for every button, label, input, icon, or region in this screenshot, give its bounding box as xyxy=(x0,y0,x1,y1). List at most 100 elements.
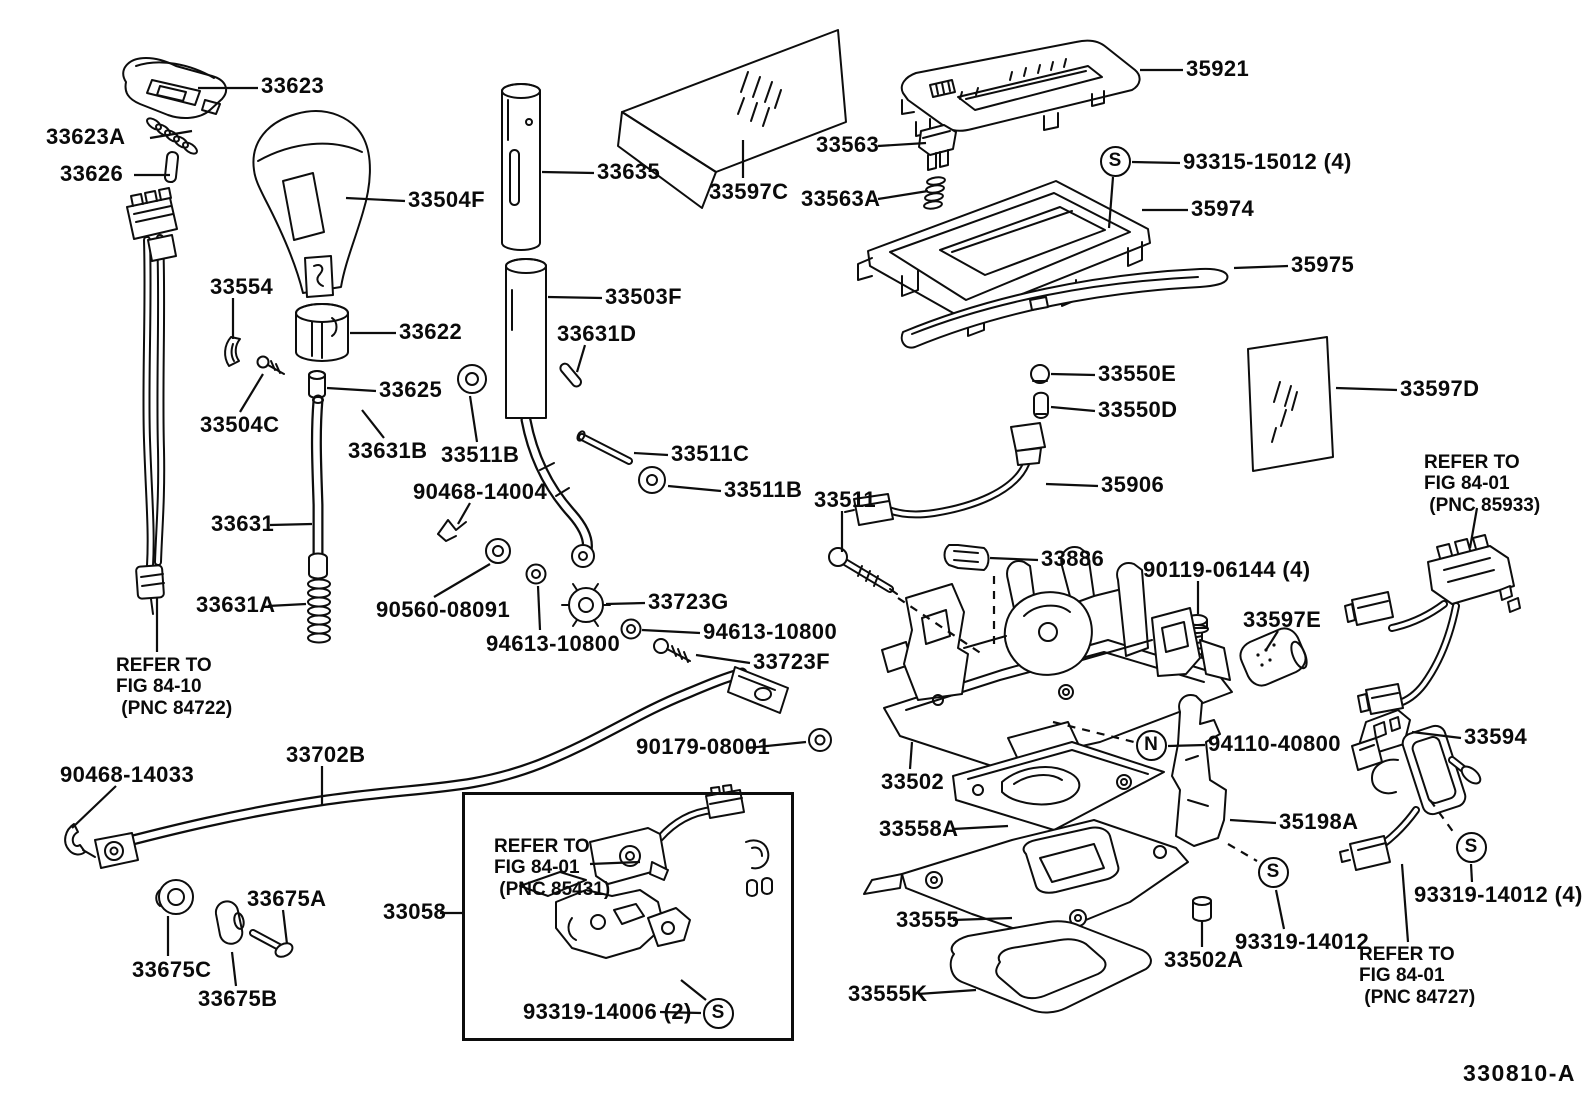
leader-line xyxy=(1229,818,1277,825)
leader-line xyxy=(641,628,701,635)
leader-line xyxy=(605,601,646,606)
part-label-33675A: 33675A xyxy=(247,886,327,911)
part-label-90179-08001: 90179-08001 xyxy=(636,734,771,759)
leader-line xyxy=(1167,743,1206,748)
nut-94613-lower xyxy=(620,618,642,640)
part-label-93315-15012-4: 93315-15012 (4) xyxy=(1183,149,1352,174)
part-label-33502A: 33502A xyxy=(1164,947,1244,972)
part-label-90468-14004: 90468-14004 xyxy=(413,479,548,504)
part-label-33631: 33631 xyxy=(211,511,275,536)
leader-line xyxy=(575,344,587,373)
part-label-33723G: 33723G xyxy=(648,589,729,614)
symbol-S-circle: S xyxy=(1455,831,1487,863)
detent-33554 xyxy=(224,336,241,367)
leader-line xyxy=(541,170,595,175)
plate-33555 xyxy=(863,819,1189,935)
part-label-90468-14033: 90468-14033 xyxy=(60,762,195,787)
part-label-33723F: 33723F xyxy=(753,649,831,674)
part-label-93319-14012-4: 93319-14012 (4) xyxy=(1414,882,1583,907)
leader-line xyxy=(1469,863,1474,883)
bushing-33675b xyxy=(214,900,245,945)
leader-line xyxy=(468,395,479,443)
ref-note-leader xyxy=(1468,507,1479,549)
leader-line xyxy=(877,189,929,201)
part-label-33504C: 33504C xyxy=(200,412,280,437)
button-33563 xyxy=(918,124,957,171)
part-label-35906: 35906 xyxy=(1101,472,1165,497)
screw-33723f xyxy=(653,638,691,663)
rod-33631 xyxy=(308,394,328,580)
shift-knob-33504f xyxy=(252,110,371,298)
ref-note-PNC-84722: REFER TO FIG 84-10 (PNC 84722) xyxy=(116,655,233,719)
leader-line xyxy=(326,386,377,393)
trim-plate-35975 xyxy=(900,267,1229,349)
bulb-33550e xyxy=(1030,364,1050,384)
leader-line xyxy=(345,196,406,203)
leader-line xyxy=(917,988,977,996)
part-label-35975: 35975 xyxy=(1291,252,1355,277)
clip-90468-14004 xyxy=(437,519,467,542)
leader-line xyxy=(746,740,807,750)
leader-line xyxy=(149,129,193,140)
part-label-33597D: 33597D xyxy=(1400,376,1480,401)
ref-note-PNC-85933: REFER TO FIG 84-01 (PNC 85933) xyxy=(1424,452,1541,516)
socket-wire-35906 xyxy=(844,422,1046,526)
spring-33631a xyxy=(307,578,331,644)
part-label-33594: 33594 xyxy=(1464,724,1528,749)
bulb-socket-33550d xyxy=(1033,391,1049,419)
leader-line xyxy=(695,653,751,665)
part-label-93319-14012: 93319-14012 xyxy=(1235,929,1370,954)
leader-line xyxy=(1050,372,1096,377)
part-label-33631B: 33631B xyxy=(348,438,428,463)
part-label-33597C: 33597C xyxy=(709,179,789,204)
part-label-33558A: 33558A xyxy=(879,816,959,841)
leader-line xyxy=(433,563,491,598)
part-label-33597E: 33597E xyxy=(1243,607,1322,632)
leader-line xyxy=(1335,386,1398,392)
leader-line xyxy=(230,951,238,987)
pin-33631d xyxy=(559,362,582,388)
part-label-33675C: 33675C xyxy=(132,957,212,982)
bushing-33511b-upper xyxy=(457,364,487,394)
leader-line xyxy=(667,484,722,493)
part-label-33623: 33623 xyxy=(261,73,325,98)
leader-line xyxy=(267,602,307,608)
part-label-33702B: 33702B xyxy=(286,742,366,767)
leader-line xyxy=(952,916,1013,922)
sheet-33597c xyxy=(617,29,847,209)
rod-33511c xyxy=(576,430,633,465)
leader-line xyxy=(1233,264,1289,270)
part-label-33503F: 33503F xyxy=(605,284,683,309)
part-label-33550E: 33550E xyxy=(1098,361,1177,386)
part-label-33622: 33622 xyxy=(399,319,463,344)
indicator-frame-35974 xyxy=(857,180,1151,337)
connector-line xyxy=(1107,176,1115,229)
part-label-94613-10800: 94613-10800 xyxy=(703,619,838,644)
dashed-link-line xyxy=(1429,799,1455,834)
part-label-33631D: 33631D xyxy=(557,321,637,346)
symbol-S-circle: S xyxy=(1099,145,1131,177)
leader-line xyxy=(1131,160,1181,165)
dashed-link-line xyxy=(1227,843,1258,862)
grommet-90179-08001 xyxy=(808,728,832,752)
wire-harness-84727 xyxy=(1339,724,1482,871)
leader-line xyxy=(1045,482,1099,488)
wire-harness-left xyxy=(126,187,178,615)
bushing-33675c xyxy=(155,879,194,915)
screw-33504c xyxy=(256,355,285,375)
part-label-33635: 33635 xyxy=(597,159,661,184)
symbol-S-circle: S xyxy=(702,997,734,1029)
key-interlock-assembly xyxy=(519,784,773,959)
dashed-link-line xyxy=(897,597,983,655)
part-label-93319-14006-2: 93319-14006 (2) xyxy=(523,999,692,1024)
part-label-33631A: 33631A xyxy=(196,592,276,617)
leader-line xyxy=(281,909,289,945)
ref-note-leader xyxy=(1400,863,1410,943)
damper-33597e xyxy=(1239,627,1308,687)
drawing-number: 330810-A xyxy=(1462,1060,1576,1086)
leader-line xyxy=(269,522,313,527)
pin-33625 xyxy=(308,370,326,399)
ref-note-PNC-85431: REFER TO FIG 84-01 (PNC 85431) xyxy=(494,836,611,900)
